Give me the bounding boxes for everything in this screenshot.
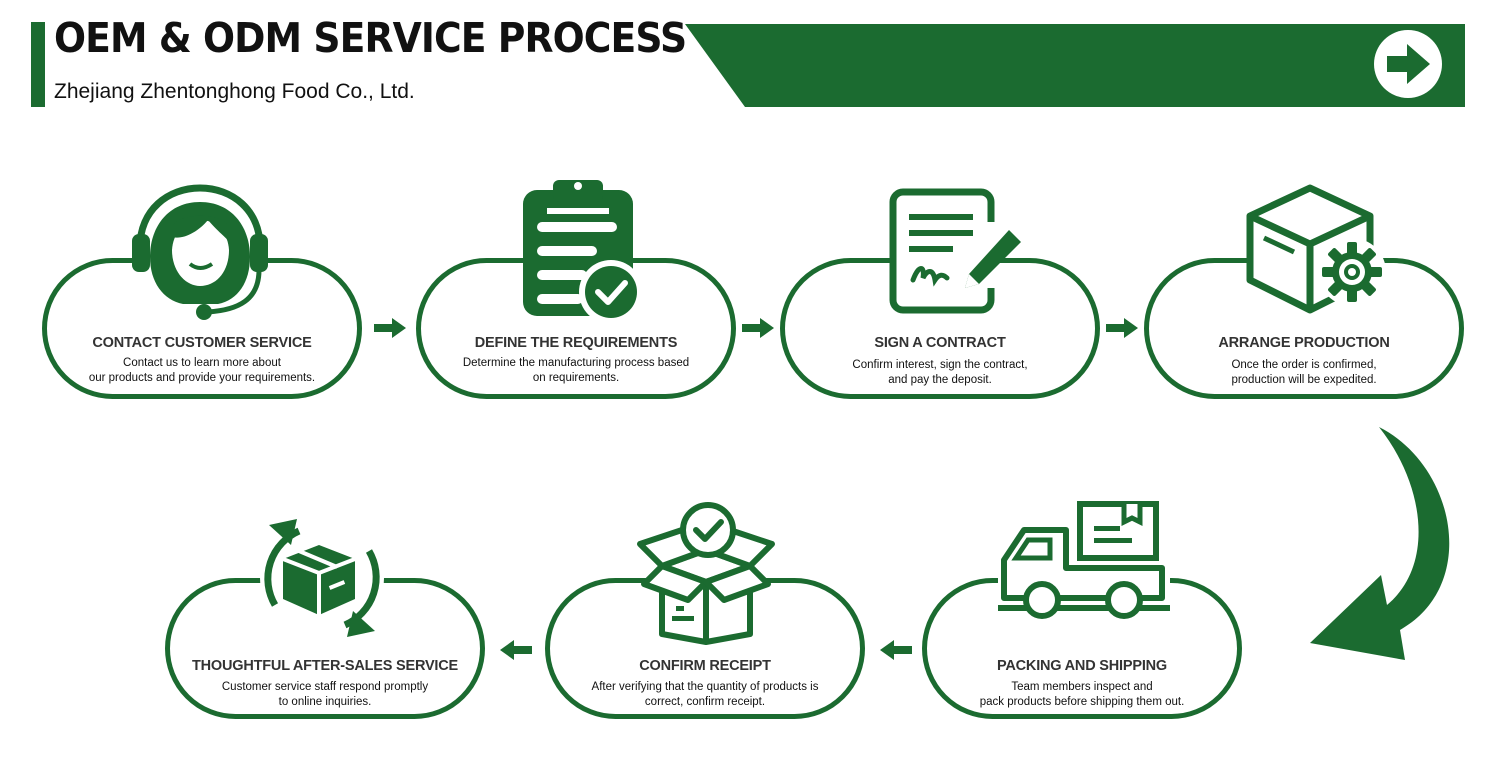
arrow-right-circle-icon <box>1374 30 1442 98</box>
step-title: SIGN A CONTRACT <box>874 335 1006 351</box>
step-title: CONTACT CUSTOMER SERVICE <box>92 335 312 351</box>
page-title: OEM & ODM SERVICE PROCESS <box>54 14 687 62</box>
contract-pen-icon <box>889 188 1021 314</box>
step-title: CONFIRM RECEIPT <box>639 658 771 674</box>
arrow-right-icon <box>374 318 406 338</box>
headset-agent-icon <box>132 184 268 320</box>
step-description: Once the order is confirmed, production … <box>1231 359 1377 386</box>
arrow-right-icon <box>742 318 774 338</box>
step-title: DEFINE THE REQUIREMENTS <box>474 335 678 351</box>
header-banner <box>685 24 1465 107</box>
box-cycle-icon <box>260 516 384 640</box>
step-description: After verifying that the quantity of pro… <box>591 681 819 708</box>
curved-down-arrow-icon <box>1310 427 1450 660</box>
arrow-right-icon <box>1106 318 1138 338</box>
step-title: PACKING AND SHIPPING <box>996 658 1167 674</box>
company-name: Zhejiang Zhentonghong Food Co., Ltd. <box>54 80 415 103</box>
step-title: THOUGHTFUL AFTER-SALES SERVICE <box>191 658 459 674</box>
step-description: Contact us to learn more about our produ… <box>88 357 316 384</box>
title-accent-bar <box>31 22 45 107</box>
step-description: Team members inspect and pack products b… <box>979 681 1185 708</box>
step-description: Customer service staff respond promptly … <box>221 681 429 708</box>
step-description: Determine the manufacturing process base… <box>462 357 690 384</box>
open-box-check-icon <box>637 502 775 645</box>
arrow-left-icon <box>500 640 532 660</box>
step-title: ARRANGE PRODUCTION <box>1218 335 1390 351</box>
clipboard-check-icon <box>523 180 643 321</box>
step-description: Confirm interest, sign the contract, and… <box>852 359 1028 386</box>
box-gear-icon <box>1246 184 1386 314</box>
arrow-left-icon <box>880 640 912 660</box>
delivery-truck-icon <box>998 501 1170 620</box>
